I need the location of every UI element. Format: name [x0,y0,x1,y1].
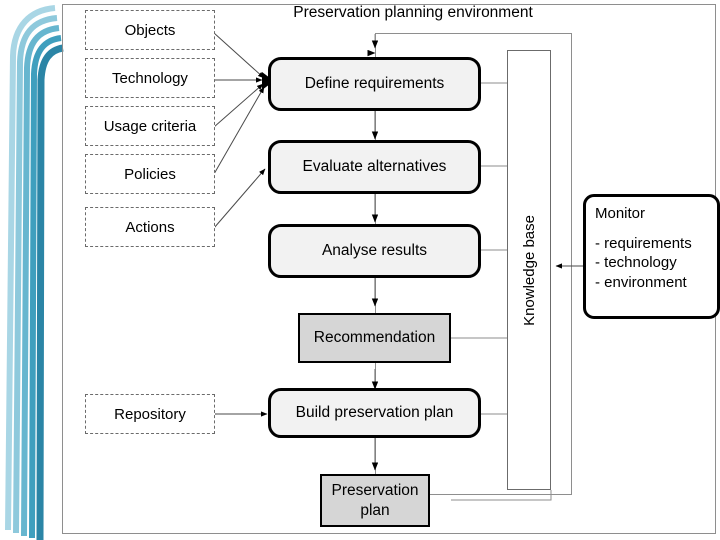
input-label: Technology [112,69,188,87]
input-label: Policies [124,165,176,183]
monitor-title: Monitor [595,205,646,222]
artefact-label: Preservation plan [331,482,419,519]
input-box-technology[interactable]: Technology [85,58,215,98]
monitor-box[interactable]: Monitor - requirements - technology - en… [583,194,720,319]
input-box-policies[interactable]: Policies [85,154,215,194]
input-label: Actions [125,218,175,236]
monitor-item-technology: - technology [595,254,677,272]
input-label: Repository [114,405,186,423]
process-label: Build preservation plan [295,404,454,421]
process-label: Analyse results [321,242,428,259]
process-analyse-results[interactable]: Analyse results [268,224,481,278]
input-box-usage-criteria[interactable]: Usage criteria [85,106,215,146]
process-label: Define requirements [304,75,445,92]
process-label: Evaluate alternatives [302,158,447,175]
knowledge-base[interactable]: Knowledge base [507,50,551,490]
page-title: Preservation planning environment [293,4,533,21]
decorative-ribbon [5,5,64,540]
input-label: Objects [124,21,176,39]
process-build-preservation-plan[interactable]: Build preservation plan [268,388,481,438]
monitor-item-environment: - environment [595,273,687,291]
input-box-repository[interactable]: Repository [85,394,215,434]
process-define-requirements[interactable]: Define requirements [268,57,481,111]
input-box-objects[interactable]: Objects [85,10,215,50]
input-box-actions[interactable]: Actions [85,207,215,247]
artefact-recommendation[interactable]: Recommendation [298,313,451,363]
process-evaluate-alternatives[interactable]: Evaluate alternatives [268,140,481,194]
input-label: Usage criteria [103,117,197,135]
artefact-label: Recommendation [313,329,436,347]
knowledge-base-label: Knowledge base [520,214,538,326]
artefact-preservation-plan[interactable]: Preservation plan [320,474,430,527]
monitor-item-requirements: - requirements [595,235,692,253]
